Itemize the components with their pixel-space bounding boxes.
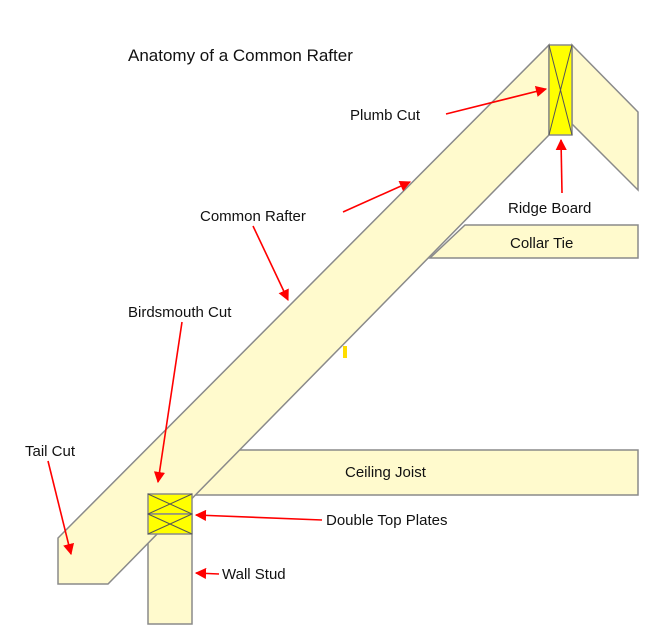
label-double-top-plates: Double Top Plates [326, 512, 447, 529]
diagram-title: Anatomy of a Common Rafter [128, 46, 353, 65]
label-ceiling-joist: Ceiling Joist [345, 464, 427, 481]
arrow-double-top-plates [194, 509, 323, 521]
label-birdsmouth-cut: Birdsmouth Cut [128, 304, 232, 321]
callout-arrows [47, 86, 567, 580]
collar-tie [428, 224, 639, 259]
arrow-tail-cut [47, 460, 75, 556]
right-rafter [571, 43, 639, 192]
label-ridge-board: Ridge Board [508, 200, 591, 217]
arrow-common-rafter-upper [342, 181, 412, 213]
arrow-birdsmouth-cut [153, 321, 183, 484]
label-collar-tie: Collar Tie [510, 235, 573, 252]
rafter-mark [343, 346, 347, 358]
label-plumb-cut: Plumb Cut [350, 107, 421, 124]
label-tail-cut: Tail Cut [25, 443, 76, 460]
arrow-ridge-board [555, 138, 567, 194]
arrow-plumb-cut [445, 86, 548, 115]
arrow-common-rafter-lower [252, 225, 289, 302]
double-top-plates [147, 493, 193, 535]
ridge-board [548, 44, 573, 136]
arrow-wall-stud [194, 567, 220, 580]
label-common-rafter: Common Rafter [200, 208, 306, 225]
label-wall-stud: Wall Stud [222, 566, 286, 583]
